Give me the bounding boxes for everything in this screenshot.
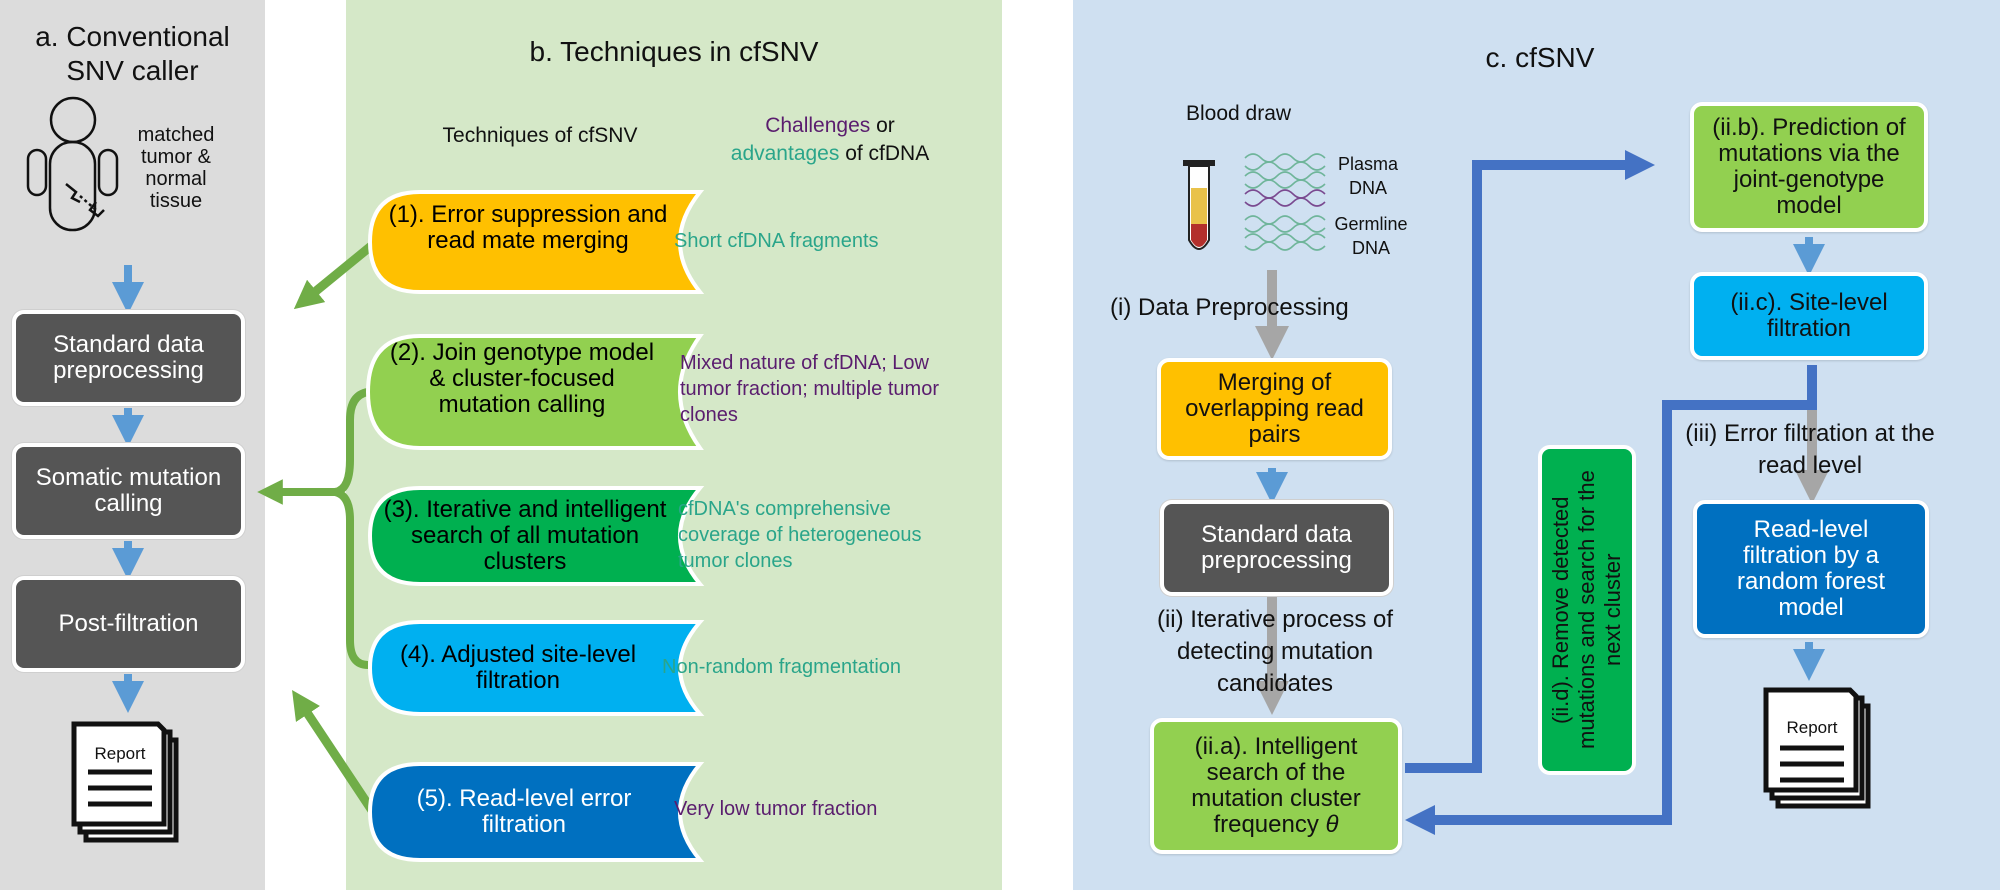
blood-tube-icon — [1183, 160, 1215, 250]
techniques-column-header: Techniques of cfSNV — [442, 124, 638, 147]
ii-a-box: (ii.a). Intelligent search of the mutati… — [1150, 718, 1402, 854]
person-icon — [26, 96, 119, 232]
somatic-calling-box: Somatic mutation calling — [12, 443, 245, 539]
report-icon-c — [1763, 687, 1871, 809]
ii-a-text: (ii.a). Intelligent search of the mutati… — [1154, 734, 1398, 838]
challenges-word: Challenges — [765, 114, 871, 137]
ii-c-label: (ii.c). Site-level filtration — [1730, 289, 1888, 342]
technique-4-label: (4). Adjusted site-level filtration — [399, 641, 637, 694]
challenges-column-header: Challenges or advantages of cfDNA — [700, 112, 960, 168]
or-word: or — [870, 114, 895, 137]
tissue-label: matched tumor & normal tissue — [128, 124, 224, 212]
tissue-label-line4: tissue — [149, 190, 203, 212]
post-filtration-label: Post-filtration — [58, 610, 199, 637]
ii-b-box: (ii.b). Prediction of mutations via the … — [1690, 102, 1928, 232]
panel-c-loop-connectors — [1405, 150, 1817, 835]
report-icon-a — [71, 721, 179, 843]
read-level-label: Read-level filtration by a random forest… — [1736, 516, 1886, 621]
technique-5-label: (5). Read-level error filtration — [416, 785, 632, 838]
advantages-word: advantages — [730, 142, 840, 165]
merging-box: Merging of overlapping read pairs — [1157, 358, 1392, 460]
report-label-c: Report — [1786, 718, 1838, 737]
standard-preprocessing-box-a: Standard data preprocessing — [12, 310, 245, 406]
plasma-dna-label: Plasma DNA — [1337, 154, 1399, 198]
standard-preprocessing-box-c: Standard data preprocessing — [1160, 500, 1393, 596]
somatic-calling-label: Somatic mutation calling — [35, 464, 222, 517]
panel-c-blue-arrows — [1256, 237, 1825, 681]
technique-2-label: (2). Join genotype model & cluster-focus… — [389, 339, 655, 418]
report-label-a: Report — [94, 744, 146, 763]
panel-b-title: b. Techniques in cfSNV — [529, 36, 819, 67]
panel-c-title: c. cfSNV — [1485, 42, 1595, 73]
of-cfdna-word: of cfDNA — [839, 142, 930, 165]
ii-d-box: (ii.d). Remove detected mutations and se… — [1538, 445, 1636, 775]
panel-c-gray-arrows — [1255, 270, 1830, 715]
merging-label: Merging of overlapping read pairs — [1185, 369, 1364, 448]
ii-b-label: (ii.b). Prediction of mutations via the … — [1712, 114, 1906, 219]
technique-2-note: Mixed nature of cfDNA; Low tumor fractio… — [680, 352, 939, 426]
plasma-dna-icon — [1244, 153, 1326, 207]
technique-1-label: (1). Error suppression and read mate mer… — [388, 201, 668, 254]
technique-3-note: cfDNA's comprehensive coverage of hetero… — [678, 498, 922, 572]
step-i-label: (i) Data Preprocessing — [1110, 294, 1349, 321]
standard-preprocessing-label-c: Standard data preprocessing — [1201, 521, 1352, 574]
tissue-label-line3: normal — [145, 168, 207, 190]
ii-c-box: (ii.c). Site-level filtration — [1690, 272, 1928, 360]
step-iii-label: (iii) Error filtration at the read level — [1685, 420, 1935, 479]
panel-a-title-line1: a. Conventional — [35, 21, 230, 52]
read-level-box: Read-level filtration by a random forest… — [1693, 500, 1929, 638]
standard-preprocessing-label-a: Standard data preprocessing — [53, 331, 204, 384]
technique-1-note: Short cfDNA fragments — [674, 230, 879, 252]
tissue-label-line1: matched — [137, 124, 215, 146]
ii-d-label: (ii.d). Remove detected mutations and se… — [1548, 470, 1625, 750]
panel-a-title-line2: SNV caller — [66, 55, 199, 86]
post-filtration-box: Post-filtration — [12, 576, 245, 672]
panel-b-green-arrows — [257, 238, 379, 818]
ii-a-label: (ii.a). Intelligent search of the mutati… — [1191, 733, 1361, 838]
technique-3-label: (3). Iterative and intelligent search of… — [383, 496, 667, 575]
theta-symbol: θ — [1325, 811, 1339, 838]
step-ii-label: (ii) Iterative process of detecting muta… — [1156, 606, 1394, 697]
tissue-label-line2: tumor & — [140, 146, 212, 168]
panel-a-title: a. Conventional SNV caller — [0, 20, 265, 88]
technique-4-note: Non-random fragmentation — [662, 656, 902, 678]
germline-dna-icon — [1244, 215, 1326, 251]
technique-pills — [365, 190, 705, 862]
germline-dna-label: Germline DNA — [1334, 214, 1408, 258]
technique-5-note: Very low tumor fraction — [674, 798, 878, 820]
blood-draw-label: Blood draw — [1186, 102, 1292, 125]
